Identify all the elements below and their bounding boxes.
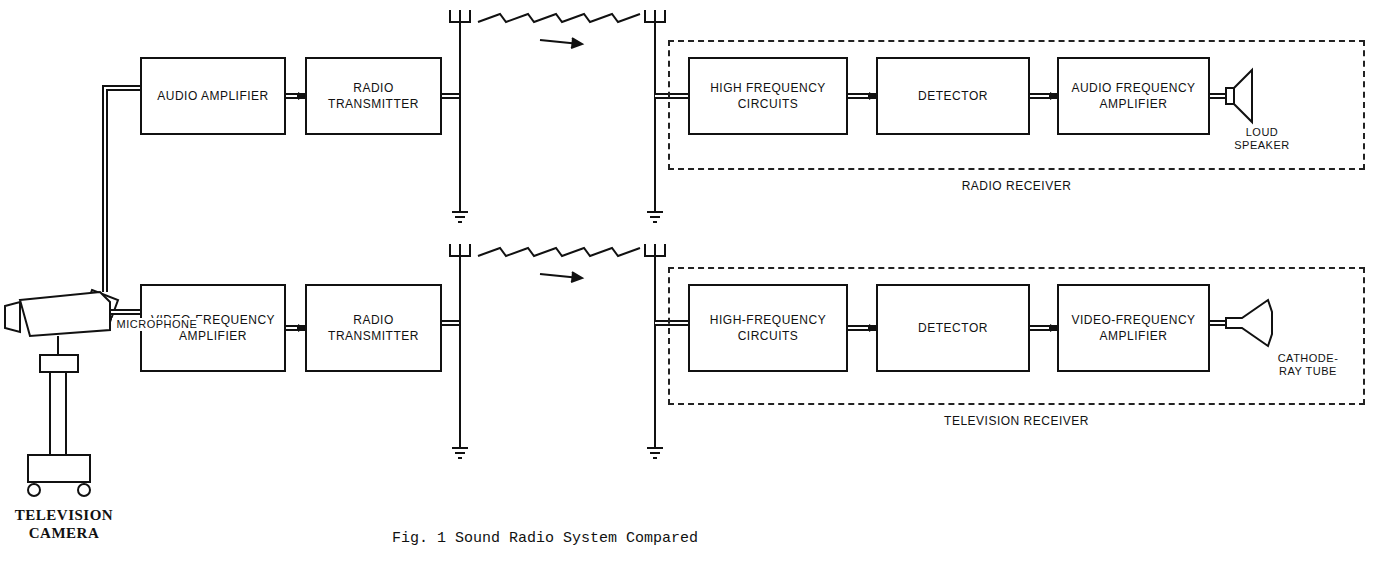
receiver-enclosure: TELEVISION RECEIVERHIGH-FREQUENCY CIRCUI… [668, 267, 1365, 405]
signal-connector [1030, 324, 1057, 332]
box-label: VIDEO-FREQUENCY AMPLIFIER [1059, 308, 1208, 348]
process-box: HIGH-FREQUENCY CIRCUITS [688, 284, 848, 372]
signal-connector [286, 324, 305, 332]
signal-connector [848, 92, 876, 100]
part-label: LOUD SPEAKER [1232, 126, 1292, 152]
box-label: RADIO TRANSMITTER [307, 76, 440, 116]
process-box: DETECTOR [876, 57, 1030, 135]
box-label: HIGH FREQUENCY CIRCUITS [690, 76, 846, 116]
part-label: CATHODE-RAY TUBE [1268, 352, 1348, 378]
process-box: AUDIO AMPLIFIER [140, 57, 286, 135]
part-label: TELEVISION CAMERA [4, 506, 124, 542]
process-box: AUDIO FREQUENCY AMPLIFIER [1057, 57, 1210, 135]
box-label: DETECTOR [910, 84, 996, 108]
group-heading: RADIO RECEIVER [670, 174, 1363, 198]
signal-connector [848, 324, 876, 332]
process-box: RADIO TRANSMITTER [305, 57, 442, 135]
box-label: AUDIO AMPLIFIER [149, 84, 277, 108]
box-label: DETECTOR [910, 316, 996, 340]
process-box: RADIO TRANSMITTER [305, 284, 442, 372]
box-label: RADIO TRANSMITTER [307, 308, 440, 348]
part-label: MICROPHONE [112, 318, 202, 331]
group-heading: TELEVISION RECEIVER [670, 409, 1363, 433]
process-box: VIDEO-FREQUENCY AMPLIFIER [1057, 284, 1210, 372]
signal-connector [286, 92, 305, 100]
box-label: HIGH-FREQUENCY CIRCUITS [690, 308, 846, 348]
process-box: HIGH FREQUENCY CIRCUITS [688, 57, 848, 135]
figure-caption: Fig. 1 Sound Radio System Compared [392, 530, 698, 547]
process-box: DETECTOR [876, 284, 1030, 372]
signal-connector [1030, 92, 1057, 100]
box-label: AUDIO FREQUENCY AMPLIFIER [1059, 76, 1208, 116]
